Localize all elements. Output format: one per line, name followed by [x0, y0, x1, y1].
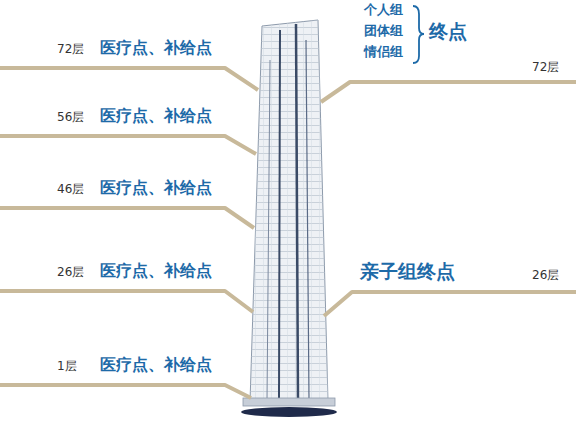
group-name: 个人组 — [364, 2, 403, 18]
station-label: 医疗点、补给点 — [100, 178, 212, 197]
floor-number: 1层 — [57, 359, 77, 373]
leader-band — [324, 292, 576, 316]
tower-floors — [250, 20, 328, 402]
tower-core — [296, 24, 298, 400]
station-label: 医疗点、补给点 — [100, 261, 212, 280]
tower-base — [241, 407, 337, 417]
floor-number: 46层 — [57, 182, 84, 196]
tower-body — [250, 20, 328, 402]
leader-band — [0, 136, 256, 154]
station-label: 医疗点、补给点 — [100, 38, 212, 57]
leader-band — [0, 68, 258, 90]
group-name: 情侣组 — [364, 44, 403, 60]
finish-label: 亲子组终点 — [360, 260, 455, 283]
leader-band — [321, 82, 576, 102]
floor-number: 72层 — [532, 60, 559, 74]
tower-core — [267, 60, 270, 400]
leader-band — [0, 291, 253, 312]
group-bracket — [413, 6, 424, 63]
floor-number: 56层 — [57, 110, 84, 124]
floor-number: 72层 — [57, 42, 84, 56]
floor-number: 26层 — [532, 268, 559, 282]
finish-label: 终点 — [429, 20, 467, 43]
leader-band — [0, 385, 251, 398]
station-label: 医疗点、补给点 — [100, 106, 212, 125]
tower-podium — [243, 398, 335, 406]
station-label: 医疗点、补给点 — [100, 355, 212, 374]
leader-band — [0, 208, 254, 228]
group-name: 团体组 — [364, 23, 403, 39]
tower-core — [306, 40, 309, 400]
tower-core — [279, 30, 280, 400]
floor-number: 26层 — [57, 265, 84, 279]
